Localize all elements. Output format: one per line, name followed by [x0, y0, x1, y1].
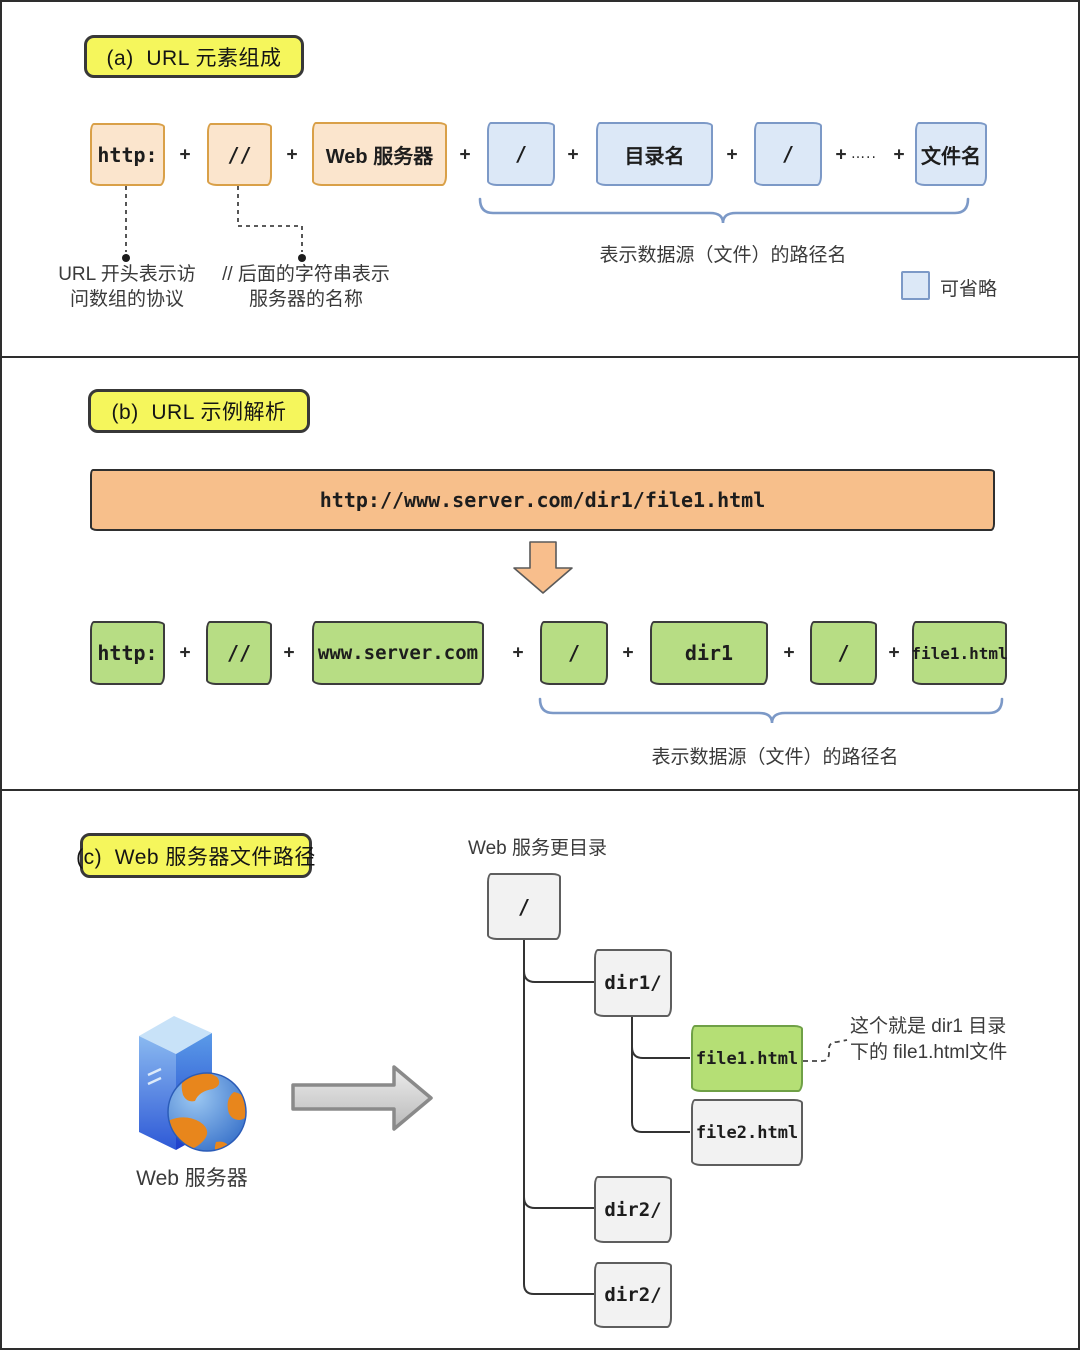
- url-example-bar: http://www.server.com/dir1/file1.html: [90, 469, 995, 531]
- divider-a-b: [2, 356, 1078, 358]
- panel-a-title: (a) URL 元素组成: [84, 35, 304, 78]
- component-box-slashes: //: [207, 123, 272, 186]
- plus-sign: +: [726, 143, 738, 165]
- right-arrow-icon: [291, 1065, 433, 1131]
- component-box-dirname: 目录名: [596, 122, 713, 186]
- note-http-line1: URL 开头表示访: [58, 264, 196, 285]
- parsed-box-slash1: /: [540, 621, 608, 685]
- tree-connector-lines: [523, 938, 690, 1295]
- legend-optional-label: 可省略: [940, 279, 998, 300]
- parsed-box-http: http:: [90, 621, 165, 685]
- plus-sign: +: [783, 641, 795, 663]
- callout-dashed-lines: [125, 186, 303, 252]
- plus-sign: +: [512, 641, 524, 663]
- parsed-box-slash2: /: [810, 621, 877, 685]
- note-slashes-line2: 服务器的名称: [248, 289, 363, 310]
- path-brace-a-label: 表示数据源（文件）的路径名: [599, 245, 847, 266]
- parsed-box-dir1: dir1: [650, 621, 768, 685]
- down-arrow-icon: [513, 541, 573, 594]
- plus-sign: +: [622, 641, 634, 663]
- ellipsis: …..: [851, 146, 877, 162]
- plus-sign: +: [283, 641, 295, 663]
- component-box-slash2: /: [754, 122, 822, 186]
- note-http-line2: 问数组的协议: [69, 289, 184, 310]
- tree-node-file1: file1.html: [691, 1025, 803, 1092]
- callout-dot-http: [122, 254, 130, 262]
- component-box-filename: 文件名: [915, 122, 987, 186]
- path-brace-a: [478, 197, 970, 224]
- legend-optional-swatch: [901, 271, 930, 300]
- tree-node-root: /: [487, 873, 561, 940]
- plus-sign: +: [893, 143, 905, 165]
- parsed-box-host: www.server.com: [312, 621, 484, 685]
- path-brace-b: [538, 697, 1004, 724]
- note-http: URL 开头表示访 问数组的协议: [42, 262, 212, 312]
- plus-sign: +: [567, 143, 579, 165]
- file1-annotation: 这个就是 dir1 目录 下的 file1.html文件: [850, 1014, 1007, 1066]
- web-server-label: Web 服务器: [136, 1167, 248, 1190]
- panel-b-title: (b) URL 示例解析: [88, 389, 310, 433]
- component-box-slash1: /: [487, 122, 555, 186]
- file1-annotation-line2: 下的 file1.html文件: [850, 1042, 1008, 1063]
- plus-sign: +: [888, 641, 900, 663]
- divider-b-c: [2, 789, 1078, 791]
- note-slashes: // 后面的字符串表示 服务器的名称: [210, 262, 402, 312]
- plus-sign: +: [459, 143, 471, 165]
- callout-dot-slashes: [298, 254, 306, 262]
- tree-node-dir2b: dir2/: [594, 1262, 672, 1328]
- path-brace-b-label: 表示数据源（文件）的路径名: [651, 747, 899, 768]
- tree-node-dir2a: dir2/: [594, 1176, 672, 1243]
- parsed-box-slashes: //: [206, 621, 272, 685]
- note-slashes-line1: // 后面的字符串表示: [222, 264, 390, 285]
- plus-sign: +: [179, 641, 191, 663]
- file1-annotation-line1: 这个就是 dir1 目录: [850, 1016, 1007, 1037]
- component-box-http: http:: [90, 123, 165, 186]
- plus-sign: +: [179, 143, 191, 165]
- tree-root-caption: Web 服务更目录: [468, 838, 608, 859]
- tree-node-dir1: dir1/: [594, 949, 672, 1017]
- annotation-dashed-line: [803, 1039, 848, 1062]
- parsed-box-file1: file1.html: [911, 621, 1008, 685]
- web-server-icon: [139, 1016, 247, 1152]
- panel-c-title: (c) Web 服务器文件路径: [76, 833, 315, 878]
- plus-sign: +: [286, 143, 298, 165]
- component-box-webserver: Web 服务器: [312, 122, 447, 186]
- tree-node-file2: file2.html: [691, 1099, 803, 1166]
- plus-sign: +: [835, 143, 847, 165]
